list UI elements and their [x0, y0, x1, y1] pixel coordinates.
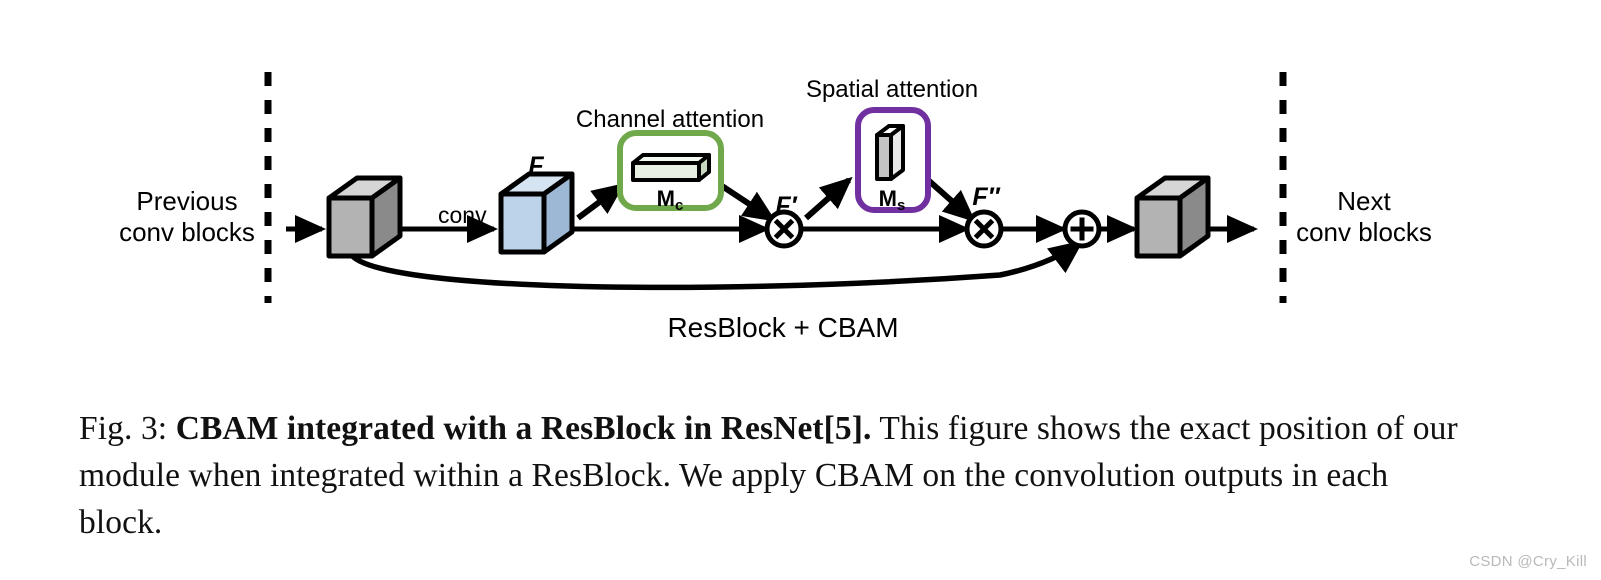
caption-title: CBAM integrated with a ResBlock in ResNe…: [175, 410, 872, 447]
elementwise-multiply-1-icon: [764, 209, 804, 249]
resblock-cbam-label: ResBlock + CBAM: [667, 312, 899, 343]
output-conv-cube: [1134, 175, 1211, 259]
caption-figure-number: Fig. 3:: [79, 410, 168, 447]
previous-conv-blocks-line1: Previous: [136, 186, 238, 216]
feature-F-label: F: [528, 152, 544, 180]
elementwise-multiply-2-icon: [964, 209, 1004, 249]
spatial-attention-title: Spatial attention: [805, 76, 979, 103]
spatial-attention-map-label: Ms: [878, 186, 906, 214]
next-conv-blocks-label: Next conv blocks: [1296, 186, 1432, 247]
diagram-canvas: [264, 72, 1287, 303]
spatial-attention-map-symbol: M: [878, 186, 897, 211]
input-conv-cube: [326, 175, 403, 259]
spatial-attention-module: [855, 107, 931, 213]
next-conv-blocks-line1: Next: [1337, 186, 1391, 216]
cbam-resblock-diagram: Previous conv blocks Next conv blocks co…: [119, 72, 1432, 343]
next-conv-blocks-line2: conv blocks: [1296, 216, 1432, 247]
channel-attention-module: [617, 130, 724, 211]
residual-skip-connection: [347, 240, 1084, 291]
previous-conv-blocks-line2: conv blocks: [119, 216, 255, 247]
arrow-to-spatial-attention: [804, 176, 853, 221]
csdn-watermark: CSDN @Cry_Kill: [1469, 553, 1587, 570]
feature-F-double-prime-label: F″: [972, 183, 1000, 211]
spatial-attention-map-subscript: s: [896, 197, 906, 214]
feature-map-cube-F: [498, 171, 575, 255]
channel-attention-map-symbol: M: [656, 186, 675, 211]
channel-attention-map-subscript: c: [674, 197, 684, 214]
channel-attention-title: Channel attention: [575, 106, 765, 133]
figure-caption: Fig. 3: CBAM integrated with a ResBlock …: [79, 405, 1479, 546]
channel-attention-map-label: Mc: [656, 186, 684, 214]
caption-body: This figure shows the exact position of …: [79, 410, 1458, 541]
arrow-channel-attention-to-multiply1: [720, 183, 777, 222]
elementwise-add-icon: [1062, 209, 1102, 249]
conv-arrow-label: conv: [438, 202, 487, 228]
arrow-spatial-attention-to-multiply2: [926, 177, 976, 223]
feature-F-prime-label: F′: [775, 192, 797, 220]
arrow-to-channel-attention: [576, 183, 625, 221]
previous-conv-blocks-label: Previous conv blocks: [119, 186, 255, 247]
